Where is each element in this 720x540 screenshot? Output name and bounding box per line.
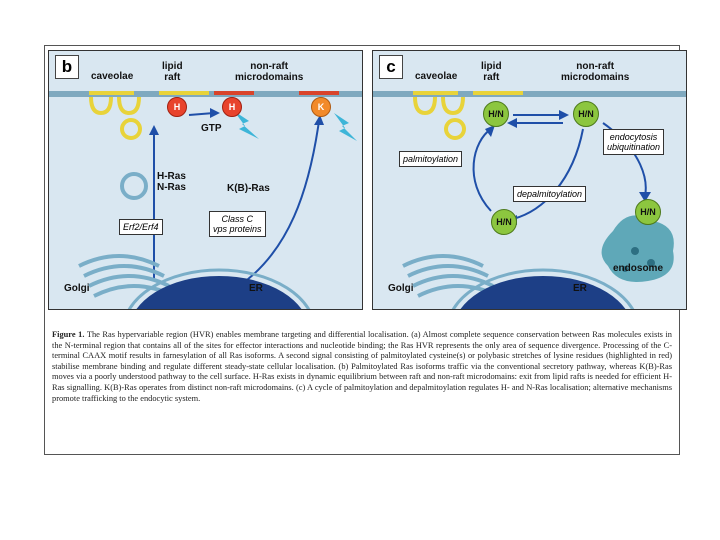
figure-caption: Figure 1. The Ras hypervariable region (… [52, 330, 672, 404]
golgi-label: Golgi [388, 283, 414, 294]
arrowheads [485, 110, 651, 225]
endocytosis-box: endocytosis ubiquitination [603, 129, 665, 155]
nonraft-segment-2 [299, 91, 339, 95]
hras-nras-label: H-Ras N-Ras [157, 171, 186, 193]
transport-vesicle [120, 172, 148, 200]
erf-box: Erf2/Erf4 [119, 219, 163, 235]
ras-k: K [311, 97, 331, 117]
nucleus [460, 276, 626, 309]
caveolae-segment [413, 91, 458, 95]
arrowheads [149, 108, 324, 135]
figure-label: Figure 1. [52, 330, 85, 339]
nucleus [136, 276, 302, 309]
caption-text: The Ras hypervariable region (HVR) enabl… [52, 330, 672, 403]
ras-h-raft: H [167, 97, 187, 117]
panel-b-letter: b [55, 55, 79, 79]
nonraft-label: non-raft microdomains [561, 61, 630, 83]
caveolae-label: caveolae [91, 71, 134, 82]
er-label: ER [249, 283, 263, 294]
panel-b-drawing [49, 91, 362, 309]
kbras-label: K(B)-Ras [227, 183, 270, 194]
trafficking-arrows [153, 112, 320, 287]
panel-b: b caveolae lipid raft non-raft microdoma… [48, 50, 363, 310]
caveolae-pits [89, 96, 142, 140]
lipid-raft-label: lipid raft [481, 61, 502, 83]
nonraft-label: non-raft microdomains [235, 61, 304, 83]
ras-h-nonraft: H [222, 97, 242, 117]
er-label: ER [573, 283, 587, 294]
er-membrane [127, 268, 311, 309]
golgi-label: Golgi [64, 283, 90, 294]
endosome-label: endosome [613, 263, 664, 274]
plasma-membrane [373, 91, 686, 97]
ras-hn-nonraft: H/N [573, 101, 599, 127]
panel-c-letter: c [379, 55, 403, 79]
signal-bolts [234, 111, 357, 141]
palmitoylation-box: palmitoylation [399, 151, 463, 167]
caveolae-pits [413, 96, 466, 140]
lipid-raft-label: lipid raft [162, 61, 183, 83]
er-membrane [451, 268, 635, 309]
panel-c: c caveolae lipid raft non-raft microdoma… [372, 50, 687, 310]
gtp-label: GTP [201, 123, 222, 134]
ras-hn-raft: H/N [483, 101, 509, 127]
lipid-raft-segment [473, 91, 523, 95]
caveolae-segment [89, 91, 134, 95]
ras-hn-endosome: H/N [635, 199, 661, 225]
lipid-raft-segment [159, 91, 209, 95]
class-c-box: Class C vps proteins [209, 211, 266, 237]
caveolae-label: caveolae [415, 71, 458, 82]
panel-c-drawing [373, 91, 686, 309]
depalmitoylation-box: depalmitoylation [513, 186, 587, 202]
ras-hn-golgi: H/N [491, 209, 517, 235]
nonraft-segment-1 [214, 91, 254, 95]
endosome-vesicles [622, 247, 655, 272]
